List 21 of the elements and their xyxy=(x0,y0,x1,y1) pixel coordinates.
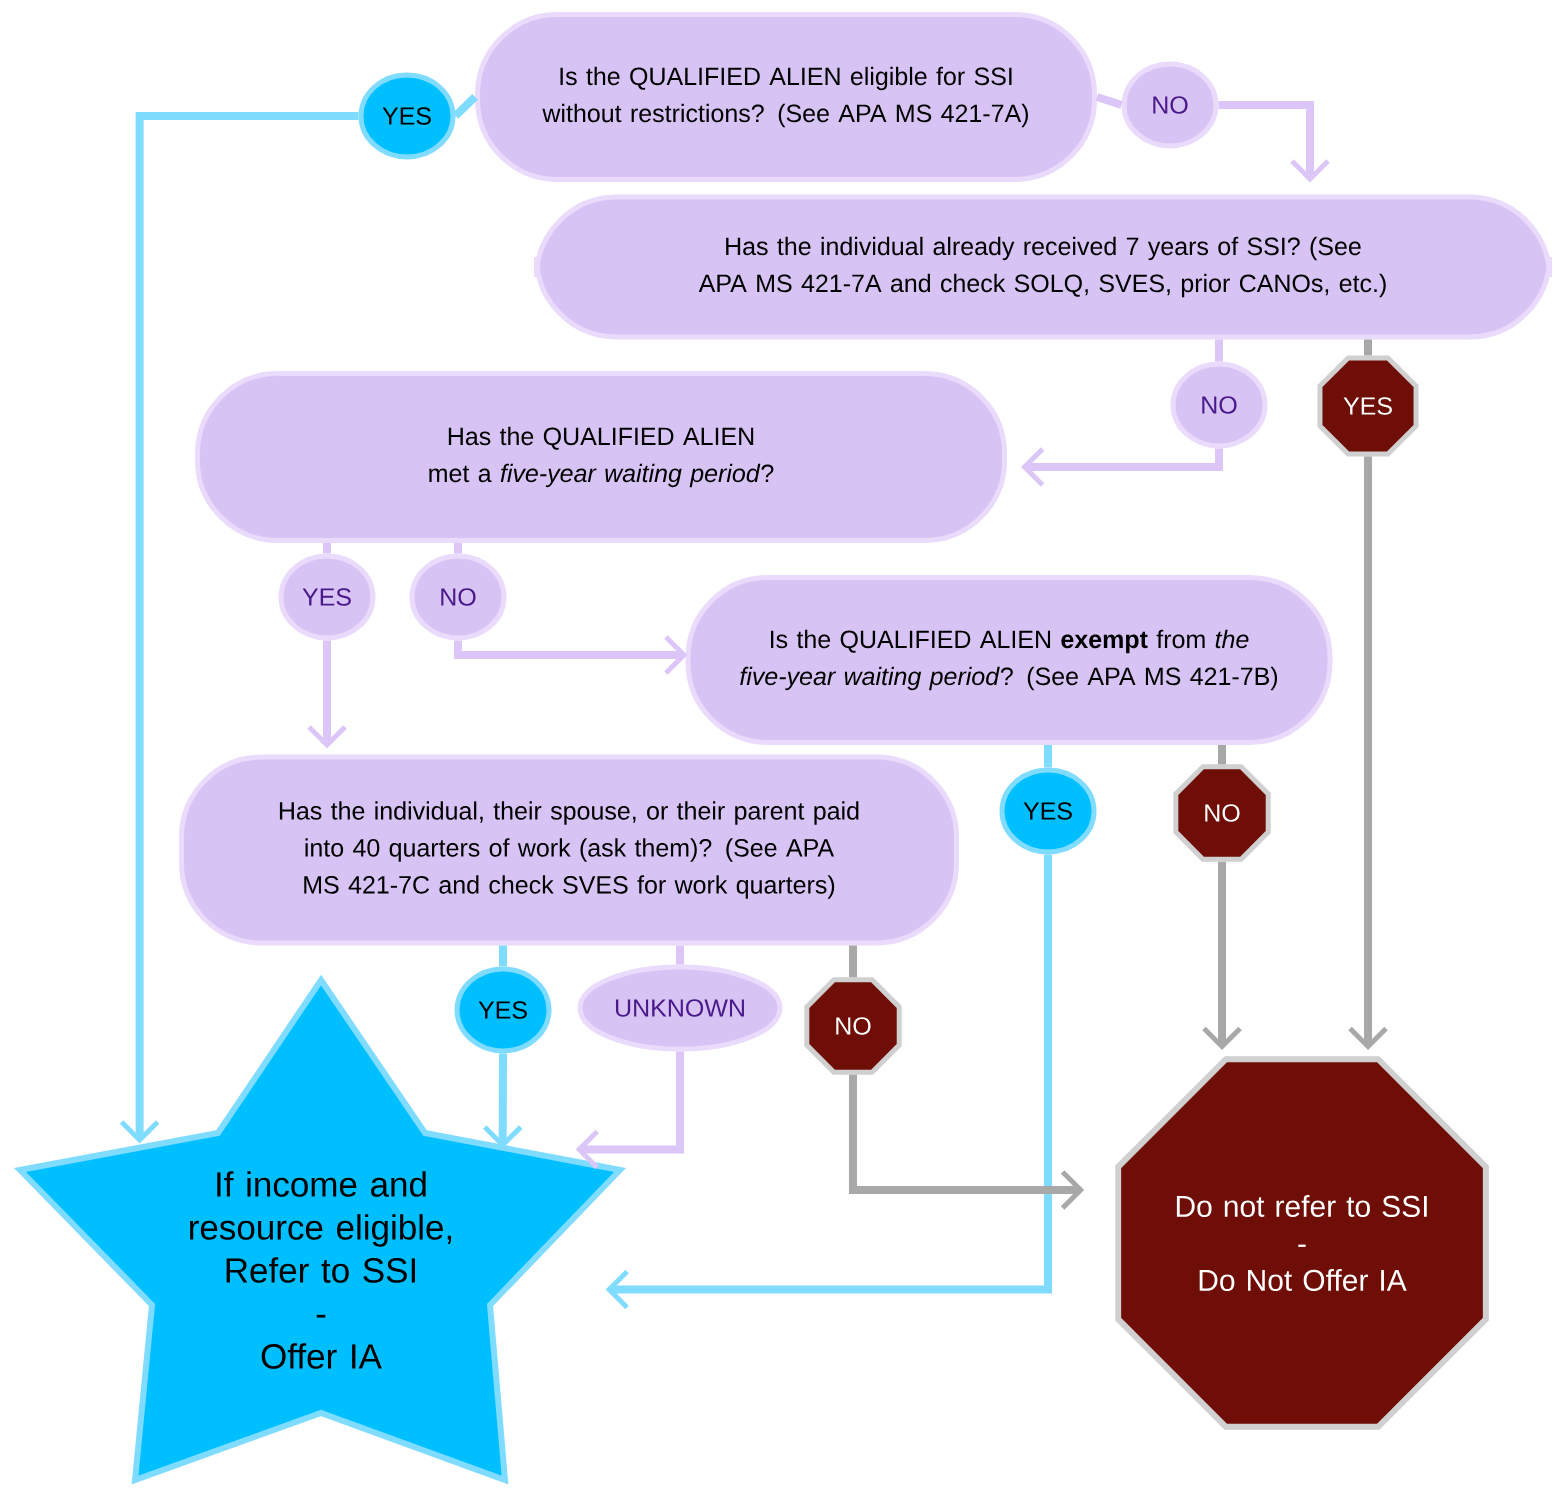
question-box: Has the individual, their spouse, or their parent paid into 40 quarters of work (ask them)? (See APA MS 421-7C and check SVES for work quarters) xyxy=(179,754,959,946)
answer-bubble: YES xyxy=(278,553,376,641)
answer-octagon: YES xyxy=(1317,355,1419,457)
question-box: Has the individual already received 7 years of SSI? (See APA MS 421-7A and check SOLQ, SVES, prior CANOs, etc.) xyxy=(534,194,1552,340)
question-box: Is the QUALIFIED ALIEN eligible for SSI without restrictions? (See APA MS 421-7A) xyxy=(475,12,1097,182)
answer-bubble: NO xyxy=(409,553,507,641)
arrow xyxy=(1021,447,1223,487)
answer-bubble: YES xyxy=(358,72,456,160)
connector-line xyxy=(452,94,478,119)
answer-octagon: NO xyxy=(804,977,902,1075)
answer-bubble: YES xyxy=(454,966,552,1054)
answer-bubble: YES xyxy=(999,767,1097,855)
result-octagon: Do not refer to SSI - Do Not Offer IA xyxy=(1115,1056,1489,1430)
answer-bubble: NO xyxy=(1170,361,1268,449)
arrow xyxy=(454,635,688,675)
question-box: Has the QUALIFIED ALIEN met a five-year waiting period? xyxy=(195,371,1007,543)
answer-bubble: NO xyxy=(1121,61,1219,149)
answer-bubble: UNKNOWN xyxy=(577,964,783,1052)
question-box: Is the QUALIFIED ALIEN exempt from the five-year waiting period? (See APA MS 421-7B) xyxy=(685,575,1333,745)
answer-octagon: NO xyxy=(1173,764,1271,862)
connector-line xyxy=(1095,93,1123,109)
